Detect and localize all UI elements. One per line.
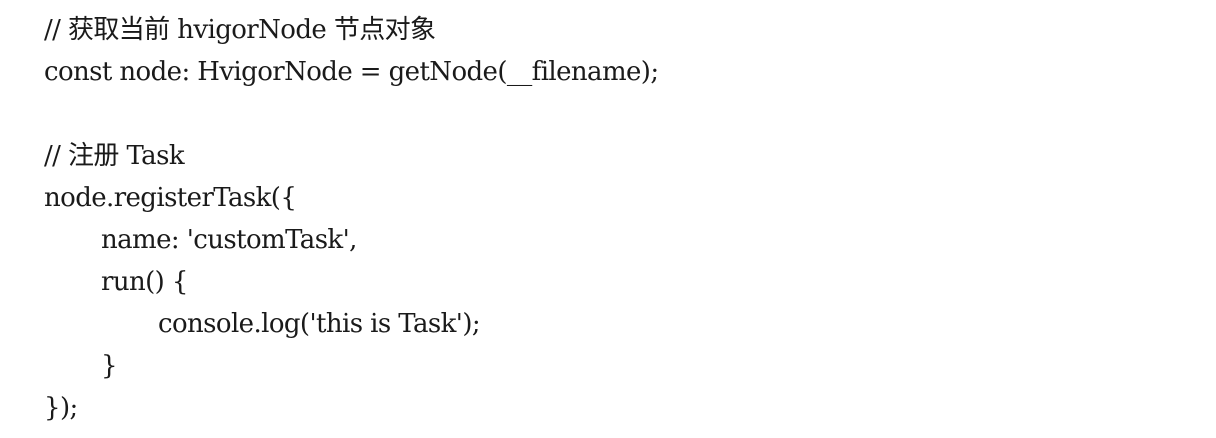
code-snippet: // 获取当前 hvigorNode 节点对象 const node: Hvig… [44,9,1194,429]
code-line-name: name: 'customTask', [101,225,357,255]
code-line-run: run() { [101,267,188,297]
code-line-blank [44,93,1194,135]
code-line-close-register: }); [44,393,78,423]
code-line-register-task: node.registerTask({ [44,183,297,213]
code-comment-get-node: // 获取当前 hvigorNode 节点对象 [44,15,436,45]
code-line-const-node: const node: HvigorNode = getNode(__filen… [44,57,659,87]
code-line-close-run: } [101,351,118,381]
code-comment-register-task: // 注册 Task [44,141,185,171]
code-line-console-log: console.log('this is Task'); [158,309,481,339]
